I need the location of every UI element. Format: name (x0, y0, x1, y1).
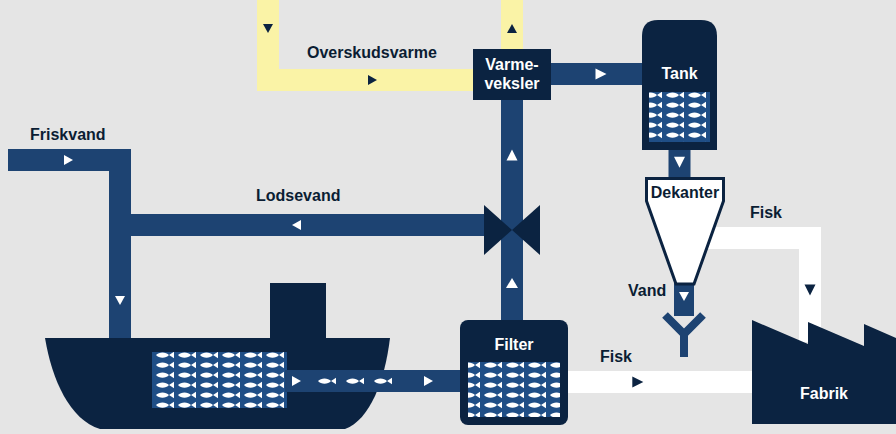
tank-cylinder-shape (642, 20, 717, 150)
pipe-connector (507, 100, 518, 320)
fish-pipe (285, 370, 465, 392)
edge-label: Fisk (598, 347, 634, 366)
pipe (568, 371, 762, 393)
fish-load (468, 362, 560, 417)
flow-arrowhead (679, 292, 689, 301)
edge-label-text: Fisk (748, 203, 784, 222)
decanter-outline (647, 179, 724, 285)
filter-box: Filter (460, 320, 568, 425)
flow-arrowhead (596, 69, 607, 80)
flow-arrowhead (632, 377, 643, 388)
node-label: Varme- veksler (477, 55, 547, 93)
pipe-connector (551, 69, 642, 80)
box-fill (473, 49, 551, 100)
pipe-label-text: Lodsevand (254, 186, 342, 205)
edge-label-text: Fisk (598, 347, 634, 366)
factory-building: Fabrik (752, 318, 896, 424)
drain-symbol (665, 315, 703, 357)
heat-exchanger-box: Varme- veksler (473, 49, 551, 100)
flow-arrowhead (292, 376, 301, 386)
edge-label: Fisk (748, 203, 784, 222)
pipe-label-text: Vand (626, 281, 668, 300)
valve-symbol (512, 205, 540, 255)
factory-silhouette (752, 320, 896, 424)
pipe-label-text: Overskudsvarme (305, 43, 439, 62)
pipe-label-text: Friskvand (28, 125, 108, 144)
fish-icons (468, 362, 560, 417)
tank-body (642, 20, 717, 150)
valve-symbol (484, 205, 512, 255)
flow-arrowhead (805, 285, 816, 296)
pipe (551, 63, 642, 85)
pipe-connector (674, 150, 685, 177)
pipe-label: Vand (626, 281, 668, 300)
flow-arrowhead (674, 157, 685, 168)
heat-pipe (268, 0, 490, 80)
fish-icons (152, 352, 287, 408)
node-label: Fabrik (800, 384, 848, 403)
fish-load (649, 92, 710, 142)
fish-icon (374, 378, 392, 384)
pipe-label: Overskudsvarme (305, 43, 439, 62)
ship-bridge (270, 283, 326, 343)
node-label: Tank (661, 64, 697, 83)
pipe (669, 150, 691, 177)
decanter-funnel: Dekanter (645, 177, 725, 285)
flow-arrowhead (263, 24, 273, 33)
pipe (501, 100, 523, 320)
flow-arrowhead (424, 376, 433, 386)
pipe-label: Lodsevand (254, 186, 342, 205)
fish-hold (152, 352, 287, 408)
filter-box-shape (460, 320, 568, 425)
flow-arrowhead (115, 296, 125, 305)
pipe-label: Friskvand (28, 125, 108, 144)
flow-arrowhead (368, 75, 377, 85)
node-label: Filter (494, 335, 533, 354)
fish-icon (346, 378, 364, 384)
flow-arrowhead (507, 24, 517, 33)
flow-arrowhead (64, 155, 73, 165)
pipe-connector (568, 377, 762, 388)
flow-arrowhead (506, 278, 518, 288)
factory-building-shape (752, 318, 896, 424)
filter-body (460, 320, 568, 425)
flow-arrowhead (292, 220, 301, 230)
water-pipe (120, 214, 490, 236)
tank-cylinder: Tank (642, 20, 717, 150)
fish-icon (318, 378, 336, 384)
node-label: Dekanter (651, 183, 719, 202)
flow-arrowhead (507, 150, 518, 161)
fish-icons (649, 92, 710, 142)
